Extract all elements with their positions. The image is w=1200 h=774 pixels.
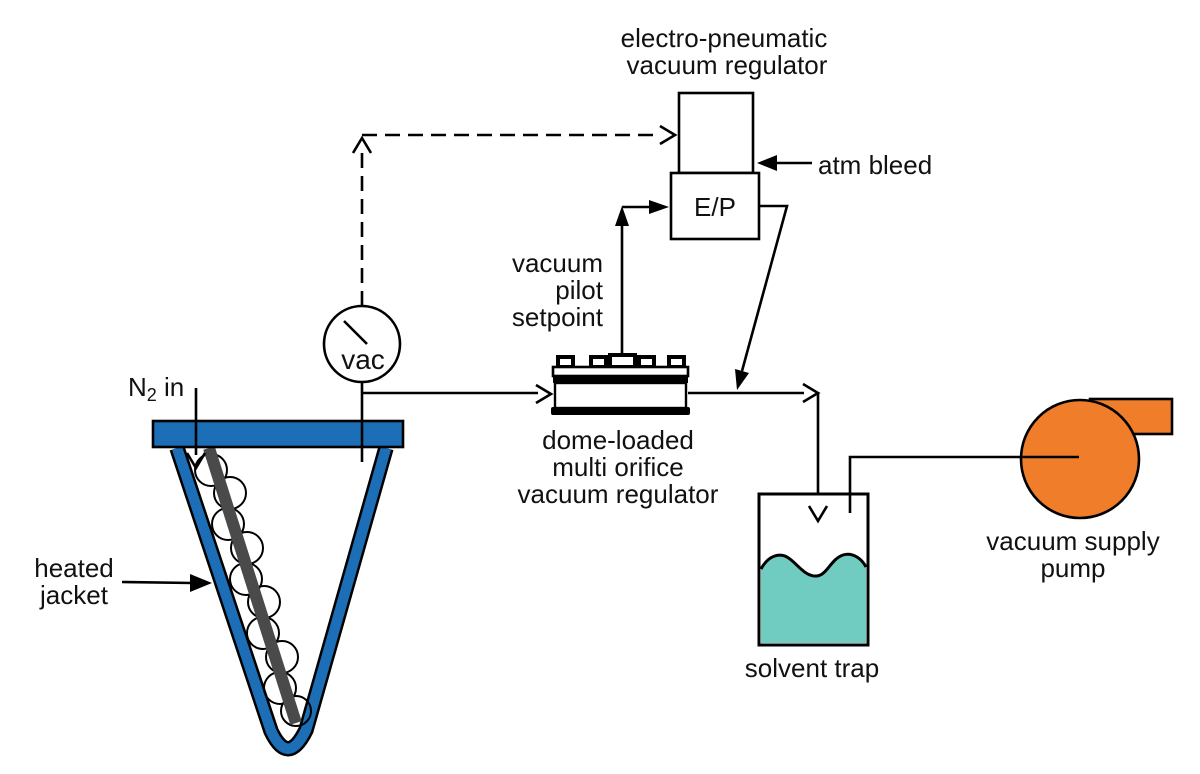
regulator-black-band [553, 376, 688, 383]
solvent-trap-label: solvent trap [745, 653, 879, 683]
regulator-base-band [551, 407, 690, 415]
dryer-vessel-group: N2 in heated jacket [34, 372, 405, 757]
pump-housing [1019, 398, 1141, 520]
n2-label-in: in [157, 372, 184, 402]
pipe-trap-to-pump [848, 455, 1079, 513]
dome-regulator-label-line1: dome-loaded [542, 425, 694, 455]
ep-lower-body [669, 171, 761, 241]
dome-port [608, 353, 637, 369]
port [667, 355, 686, 369]
pump-label-line1: vacuum supply [986, 526, 1159, 556]
pilot-setpoint-group: vacuum pilot setpoint [512, 200, 669, 353]
n2-label-n: N [128, 372, 147, 402]
gauge-needle [343, 320, 368, 345]
arrow-right-icon [649, 200, 669, 214]
arrow-right-icon [659, 124, 678, 146]
arrow-left-icon [757, 155, 777, 171]
solvent-trap-group: solvent trap [745, 492, 879, 683]
arrow-down-icon [185, 452, 207, 471]
trap-liquid-surface [759, 552, 868, 578]
ep-regulator-group: electro-pneumatic vacuum regulator E/P a… [621, 23, 932, 390]
heated-jacket-callout-line [121, 580, 194, 585]
heated-jacket-label-line1: heated [34, 553, 114, 583]
port [589, 355, 608, 369]
regulator-top-ports [556, 353, 686, 369]
ep-title-line2: vacuum regulator [627, 50, 828, 80]
gauge-signal-dashed-line [351, 124, 678, 306]
ep-output-line [740, 204, 789, 372]
dome-regulator-group: dome-loaded multi orifice vacuum regulat… [518, 353, 719, 509]
heated-jacket-label-line2: jacket [39, 580, 109, 610]
vacuum-gauge [322, 304, 402, 384]
ep-box-label: E/P [694, 192, 736, 222]
regulator-body [553, 381, 688, 410]
pilot-label-line2: pilot [555, 275, 603, 305]
dome-regulator-label-line3: vacuum regulator [518, 479, 719, 509]
arrow-up-icon [351, 135, 373, 154]
main-vacuum-pipe-group [362, 382, 821, 508]
arrow-right-icon [802, 382, 821, 404]
dome-regulator-label-line2: multi orifice [552, 452, 683, 482]
n2-label-sub: 2 [147, 385, 157, 405]
pilot-label-line1: vacuum [512, 248, 603, 278]
port [556, 355, 575, 369]
ep-title-line1: electro-pneumatic [621, 23, 828, 53]
cone-jacket [172, 446, 392, 754]
pilot-label-line3: setpoint [512, 302, 604, 332]
vacuum-pump-group: vacuum supply pump [848, 397, 1174, 583]
arrow-right-icon [535, 383, 554, 405]
ep-upper-body [677, 91, 755, 175]
trap-liquid [761, 554, 866, 643]
arrow-down-left-icon [735, 369, 749, 390]
atm-bleed-label: atm bleed [818, 150, 932, 180]
regulator-top-plate [551, 365, 690, 378]
port [637, 355, 656, 369]
vacuum-gauge-group: vac [322, 304, 402, 462]
arrow-up-icon [615, 206, 629, 226]
screw-shaft [203, 446, 302, 725]
gauge-label: vac [341, 344, 385, 375]
vessel-lid [151, 419, 405, 449]
pump-label-line2: pump [1040, 553, 1105, 583]
arrow-down-icon [807, 505, 829, 524]
helix-loop [280, 695, 312, 727]
arrow-right-icon [190, 574, 212, 592]
n2-in-label: N2 in [128, 372, 184, 405]
